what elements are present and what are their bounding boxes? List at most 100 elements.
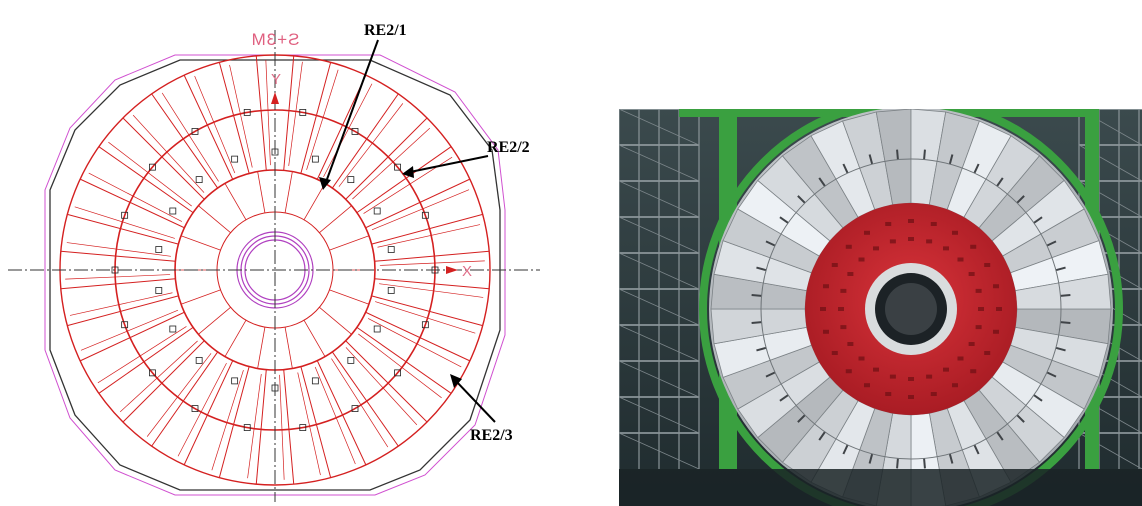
inner-disk-mark	[822, 284, 829, 289]
re21-leader	[325, 39, 379, 183]
chamber-edge	[66, 242, 171, 257]
panel-slot	[751, 294, 762, 297]
chamber-edge	[314, 366, 356, 465]
scaffold-brace	[619, 180, 700, 218]
panel-slot	[868, 154, 874, 165]
panel-ring	[760, 158, 1062, 460]
inner-chamber-boundary	[180, 235, 221, 251]
inner-disk-mark	[975, 325, 982, 330]
chamber-boundary	[98, 146, 194, 214]
chamber-edge	[358, 333, 442, 399]
inner-chamber-boundary	[284, 171, 293, 213]
inner-disk-mark	[984, 351, 991, 355]
inner-disk-mark	[831, 351, 838, 355]
chamber-edge	[97, 326, 187, 384]
chamber-edge	[345, 347, 418, 426]
chamber-boundary	[218, 62, 250, 174]
panel-slot	[818, 431, 826, 441]
floor-equipment	[619, 469, 1142, 506]
scaffold-brace	[619, 252, 700, 290]
panel-slot	[797, 195, 806, 204]
inner-chamber-boundary	[284, 327, 293, 369]
chamber-edge	[323, 83, 373, 178]
chamber-boundary	[371, 295, 483, 327]
chamber-edge	[119, 340, 198, 413]
panel-slot	[751, 321, 762, 324]
inner-disk-mark	[968, 272, 975, 276]
chamber-boundary	[60, 250, 176, 262]
inner-disk-mark	[926, 374, 933, 379]
chamber-edge	[194, 75, 236, 174]
panel-slot	[1046, 371, 1057, 378]
chamber-edge	[367, 318, 462, 368]
y-axis-label: Y	[271, 71, 281, 88]
panel-slot	[756, 346, 767, 352]
inner-disk-mark	[952, 230, 958, 235]
inner-disk-mark	[845, 244, 852, 249]
chamber-boundary	[67, 213, 179, 245]
chamber-tab	[121, 321, 129, 329]
chamber-edge	[331, 358, 389, 448]
chamber-edge	[352, 127, 431, 200]
re23-leader	[454, 379, 496, 423]
chamber-tab	[373, 325, 381, 333]
chamber-boundary	[283, 55, 295, 171]
inner-disk-mark	[993, 329, 1000, 334]
chamber-tab	[243, 109, 251, 116]
chamber-boundary	[151, 93, 219, 189]
inner-disk-mark	[970, 369, 977, 374]
inner-disk-mark	[864, 383, 870, 388]
chamber-tab	[394, 163, 401, 171]
panel-slot	[896, 149, 899, 160]
re23-arrowhead-icon	[450, 374, 462, 388]
chamber-tab	[311, 155, 319, 163]
inner-disk-mark	[908, 395, 914, 399]
re21-arrowhead-icon	[319, 177, 331, 190]
chamber-tab	[195, 176, 203, 184]
scaffold-brace	[619, 396, 700, 434]
panel-slot	[948, 154, 954, 165]
chamber-tab	[421, 211, 429, 219]
inner-chamber-boundary	[198, 306, 231, 335]
inner-disk-mark	[975, 288, 982, 293]
chamber-boundary	[79, 311, 185, 362]
chamber-edge	[108, 141, 192, 207]
chamber-boundary	[98, 326, 194, 394]
chamber-tab	[387, 246, 395, 253]
chamber-tab	[387, 287, 395, 294]
panel-slot	[779, 394, 789, 402]
inner-disk-mark	[889, 239, 896, 244]
x-axis-arrow-icon	[446, 266, 458, 274]
panel-slot	[973, 444, 980, 455]
chamber-tab	[155, 246, 163, 253]
chamber-boundary	[331, 93, 399, 189]
chamber-edge	[297, 372, 321, 476]
chamber-boundary	[300, 62, 332, 174]
inner-disk-mark	[831, 263, 838, 267]
chamber-tab	[243, 424, 251, 431]
yoke-contour	[44, 54, 506, 496]
chamber-edge	[69, 292, 173, 316]
inner-disk-mark	[908, 237, 914, 241]
chamber-boundary	[345, 340, 428, 423]
panel-slot	[1060, 294, 1071, 297]
scaffold-brace	[619, 288, 700, 326]
chamber-boundary	[283, 369, 295, 485]
panel-slot	[1046, 240, 1057, 247]
chamber-edge	[377, 224, 481, 248]
inner-disk-mark	[943, 367, 949, 372]
inner-disk-mark	[996, 307, 1002, 311]
panel-slot	[1016, 195, 1025, 204]
y-axis-arrow-icon	[271, 92, 279, 104]
inner-disk-mark	[847, 342, 854, 346]
scaffold-brace	[619, 324, 700, 362]
chamber-tab	[347, 356, 355, 364]
inner-disk-marks	[820, 219, 1002, 399]
chamber-edge	[80, 309, 179, 351]
label-re21: RE2/1	[364, 22, 407, 39]
panel-slot	[973, 163, 980, 174]
inner-disk-mark	[984, 263, 991, 267]
inner-disk-mark	[858, 356, 865, 361]
chamber-tab	[347, 176, 355, 184]
chamber-tab	[195, 356, 203, 364]
